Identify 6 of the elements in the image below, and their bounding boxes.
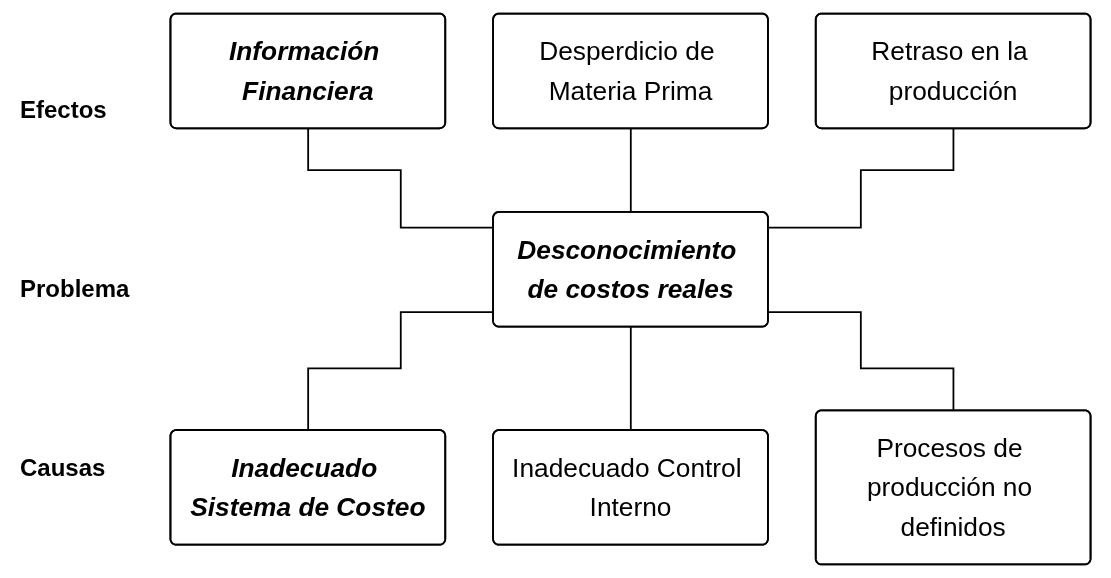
row-label: Problema: [20, 275, 131, 303]
connector: [767, 127, 955, 229]
connector: [629, 326, 632, 432]
row-label: Efectos: [20, 95, 108, 124]
connector: [767, 311, 955, 412]
row-label: Causas: [20, 454, 107, 483]
